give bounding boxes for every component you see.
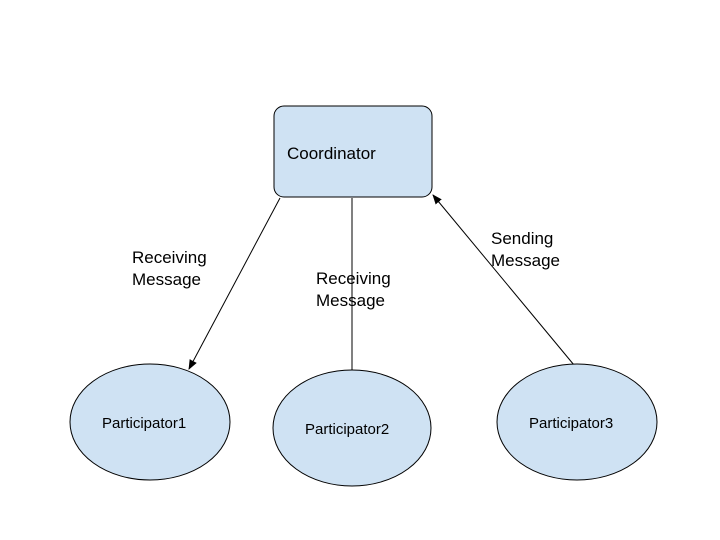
- edge-label-receiving-message-2: Receiving Message: [316, 269, 391, 310]
- participator1-ellipse: [69, 363, 231, 481]
- participator2-ellipse: [272, 369, 432, 487]
- edge-label-line-2: Message: [316, 291, 385, 310]
- edge-coordinator-to-participator1: [188, 197, 281, 370]
- participator1-label: Participator1: [102, 415, 186, 432]
- edge-label-sending-message: Sending Message: [491, 229, 560, 270]
- participator3-label: Participator3: [529, 415, 613, 432]
- edge-label-line-2: Message: [132, 270, 201, 289]
- coordinator-node: Coordinator: [273, 105, 433, 198]
- participator1-node: Participator1: [69, 363, 231, 481]
- edge-label-line-1: Receiving: [316, 269, 391, 288]
- participator3-ellipse: [496, 363, 658, 481]
- participator3-node: Participator3: [496, 363, 658, 481]
- edge-label-line-1: Sending: [491, 229, 553, 248]
- participator2-label: Participator2: [305, 421, 389, 438]
- coordinator-label: Coordinator: [287, 144, 376, 163]
- edge-label-line-1: Receiving: [132, 248, 207, 267]
- edge-participator3-to-coordinator: [432, 194, 575, 366]
- coordinator-box: [273, 105, 433, 198]
- participator2-node: Participator2: [272, 369, 432, 487]
- edge-label-line-2: Message: [491, 251, 560, 270]
- edge-label-receiving-message-1: Receiving Message: [132, 248, 207, 289]
